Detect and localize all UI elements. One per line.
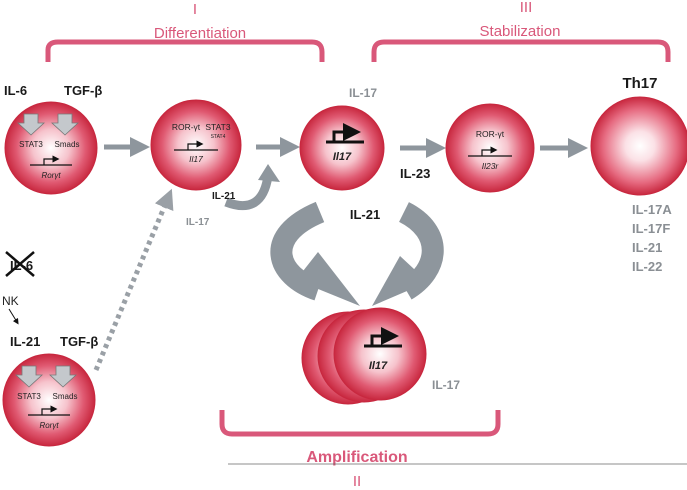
dotted-arrow-cell5-to-cell2: [93, 188, 174, 371]
il17-small-label: IL-17: [186, 217, 210, 228]
tgfb-bottom-label: TGF-β: [60, 334, 98, 349]
cell5-smads: Smads: [53, 392, 78, 401]
amp-gene: Il17: [369, 360, 388, 372]
th17-product: IL-17F: [632, 221, 670, 236]
cell4-gene: Il23r: [482, 161, 500, 171]
gene-promoter-icon: [364, 336, 402, 346]
stabilization-numeral: III: [520, 0, 533, 16]
il23-label: IL-23: [400, 166, 430, 181]
nk-label: NK: [2, 294, 19, 308]
amplification-numeral: II: [353, 473, 361, 490]
cell1-stat3: STAT3: [19, 140, 43, 149]
left-amplification-arrowhead-icon: [296, 252, 360, 306]
cell1-gene: Rorγt: [41, 171, 61, 180]
autocrine-arrowhead-icon: [258, 164, 280, 182]
cell-naive-1: STAT3 Smads Rorγt: [4, 101, 98, 195]
smads-receptor-arrow-icon: [50, 113, 80, 136]
cell2-gene: Il17: [189, 154, 203, 164]
differentiation-numeral: I: [193, 1, 197, 18]
il21-mid-label: IL-21: [350, 207, 380, 222]
smads-receptor-arrow-icon: [48, 365, 78, 388]
amplification-label: Amplification: [306, 449, 407, 466]
cell2-stat4: STAT4: [211, 134, 226, 140]
amp-il17-label: IL-17: [432, 378, 460, 392]
th17-product: IL-21: [632, 240, 662, 255]
th17-product: IL-22: [632, 259, 662, 274]
il21-autocrine-label: IL-21: [212, 191, 236, 202]
th17-title: Th17: [622, 75, 657, 92]
il21-bottom-label: IL-21: [10, 334, 40, 349]
il6-label: IL-6: [4, 83, 27, 98]
stabilization-brace: [371, 39, 671, 62]
cell-differentiating: ROR-γt STAT3 STAT4 Il17: [150, 99, 242, 191]
differentiation-brace: [45, 39, 325, 62]
cell3-il17-label: IL-17: [349, 86, 377, 100]
cell5-stat3: STAT3: [17, 392, 41, 401]
cell3-gene: Il17: [333, 151, 352, 163]
cell-naive-2: STAT3 Smads Rorγt: [2, 353, 96, 447]
cell-il23r-expressing: ROR-γt Il23r: [445, 103, 535, 193]
stat3-receptor-arrow-icon: [16, 113, 46, 136]
left-amplification-arrow: [270, 201, 325, 301]
gene-promoter-icon: [28, 409, 70, 416]
cell2-ror: ROR-γt: [172, 122, 201, 132]
gene-promoter-icon: [326, 132, 364, 142]
gene-promoter-icon: [30, 159, 72, 166]
cell1-smads: Smads: [55, 140, 80, 149]
gene-promoter-icon: [468, 150, 512, 157]
cell-il17-producer: Il17: [299, 105, 385, 191]
cell4-ror: ROR-γt: [476, 129, 505, 139]
amplification-brace: [219, 410, 501, 437]
cell5-gene: Rorγt: [39, 421, 59, 430]
cross-out-icon: [5, 251, 35, 277]
amplified-cell-cluster: Il17: [301, 307, 427, 405]
nk-arrow: [8, 308, 19, 325]
right-amplification-arrowhead-icon: [372, 256, 428, 306]
th17-product: IL-17A: [632, 202, 672, 217]
cell2-stat3: STAT3: [205, 122, 230, 132]
autocrine-curve-arrow: [224, 175, 273, 211]
differentiation-label: Differentiation: [154, 25, 246, 42]
gene-promoter-icon: [174, 144, 218, 151]
cell-th17: [590, 96, 687, 196]
tgfb-label: TGF-β: [64, 83, 102, 98]
stat3-receptor-arrow-icon: [14, 365, 44, 388]
stabilization-label: Stabilization: [480, 23, 561, 40]
